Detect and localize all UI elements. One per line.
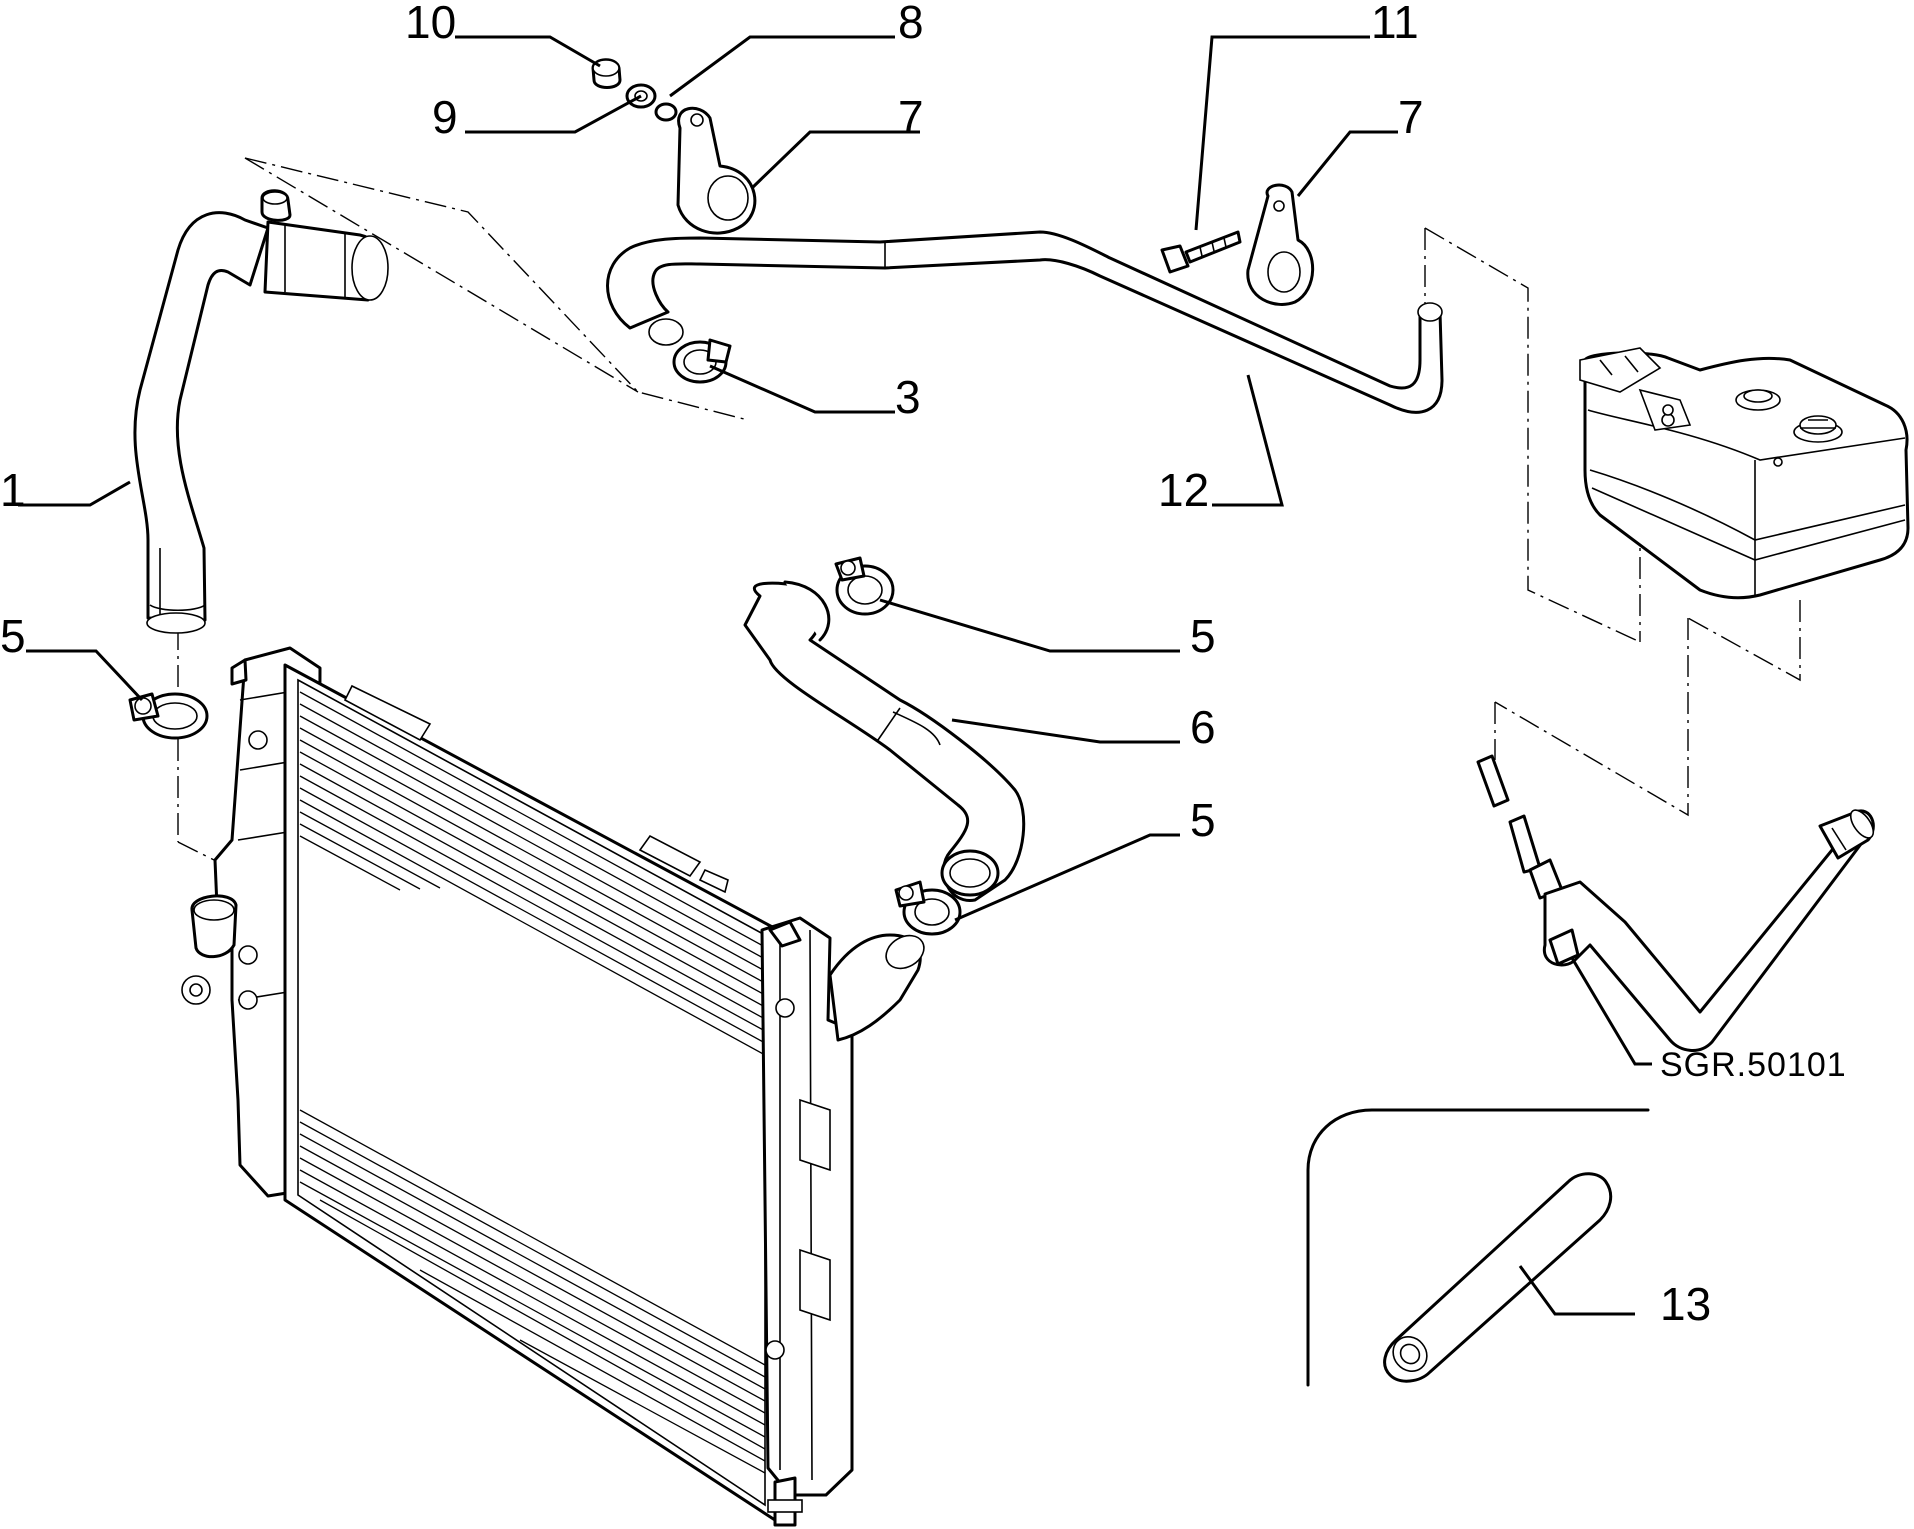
callout-5-upper: 5 xyxy=(1190,610,1216,662)
reference-code: SGR.50101 xyxy=(1660,1046,1847,1084)
hose-6 xyxy=(743,580,1026,902)
callout-11: 11 xyxy=(1371,0,1419,48)
callout-12: 12 xyxy=(1158,464,1209,516)
callout-7-left: 7 xyxy=(898,91,924,143)
callout-6: 6 xyxy=(1190,701,1216,753)
radiator-core-fins xyxy=(299,691,766,1474)
callout-3: 3 xyxy=(895,371,921,423)
callout-10: 10 xyxy=(405,0,456,48)
callout-1: 1 xyxy=(0,464,26,516)
fastener-stack xyxy=(591,58,678,122)
leader-lines xyxy=(18,35,1652,1316)
expansion-tank xyxy=(1579,347,1910,600)
callout-7-right: 7 xyxy=(1398,91,1424,143)
bracket-7-left xyxy=(676,106,757,235)
hose-clamp-5-middle-upper xyxy=(834,556,895,616)
callout-5-left: 5 xyxy=(0,610,26,662)
hose-clamp-5-middle-lower xyxy=(894,880,962,936)
detail-box-13 xyxy=(1306,1108,1650,1387)
hose-12 xyxy=(606,230,1444,414)
bolt-11 xyxy=(1160,230,1242,274)
hose-clamp-5-left xyxy=(128,692,209,740)
tee-pipe xyxy=(1476,754,1875,1052)
radiator xyxy=(181,646,925,1527)
bracket-7-right xyxy=(1246,183,1315,306)
callout-9: 9 xyxy=(432,91,458,143)
callout-13: 13 xyxy=(1660,1278,1711,1330)
callout-5-lower: 5 xyxy=(1190,794,1216,846)
hose-upper-1 xyxy=(133,189,389,634)
hose-clamp-3 xyxy=(672,338,732,384)
callout-8: 8 xyxy=(898,0,924,48)
callout-labels: 10 8 9 7 11 7 3 12 1 5 5 6 5 13 SGR.5010… xyxy=(0,0,1847,1330)
